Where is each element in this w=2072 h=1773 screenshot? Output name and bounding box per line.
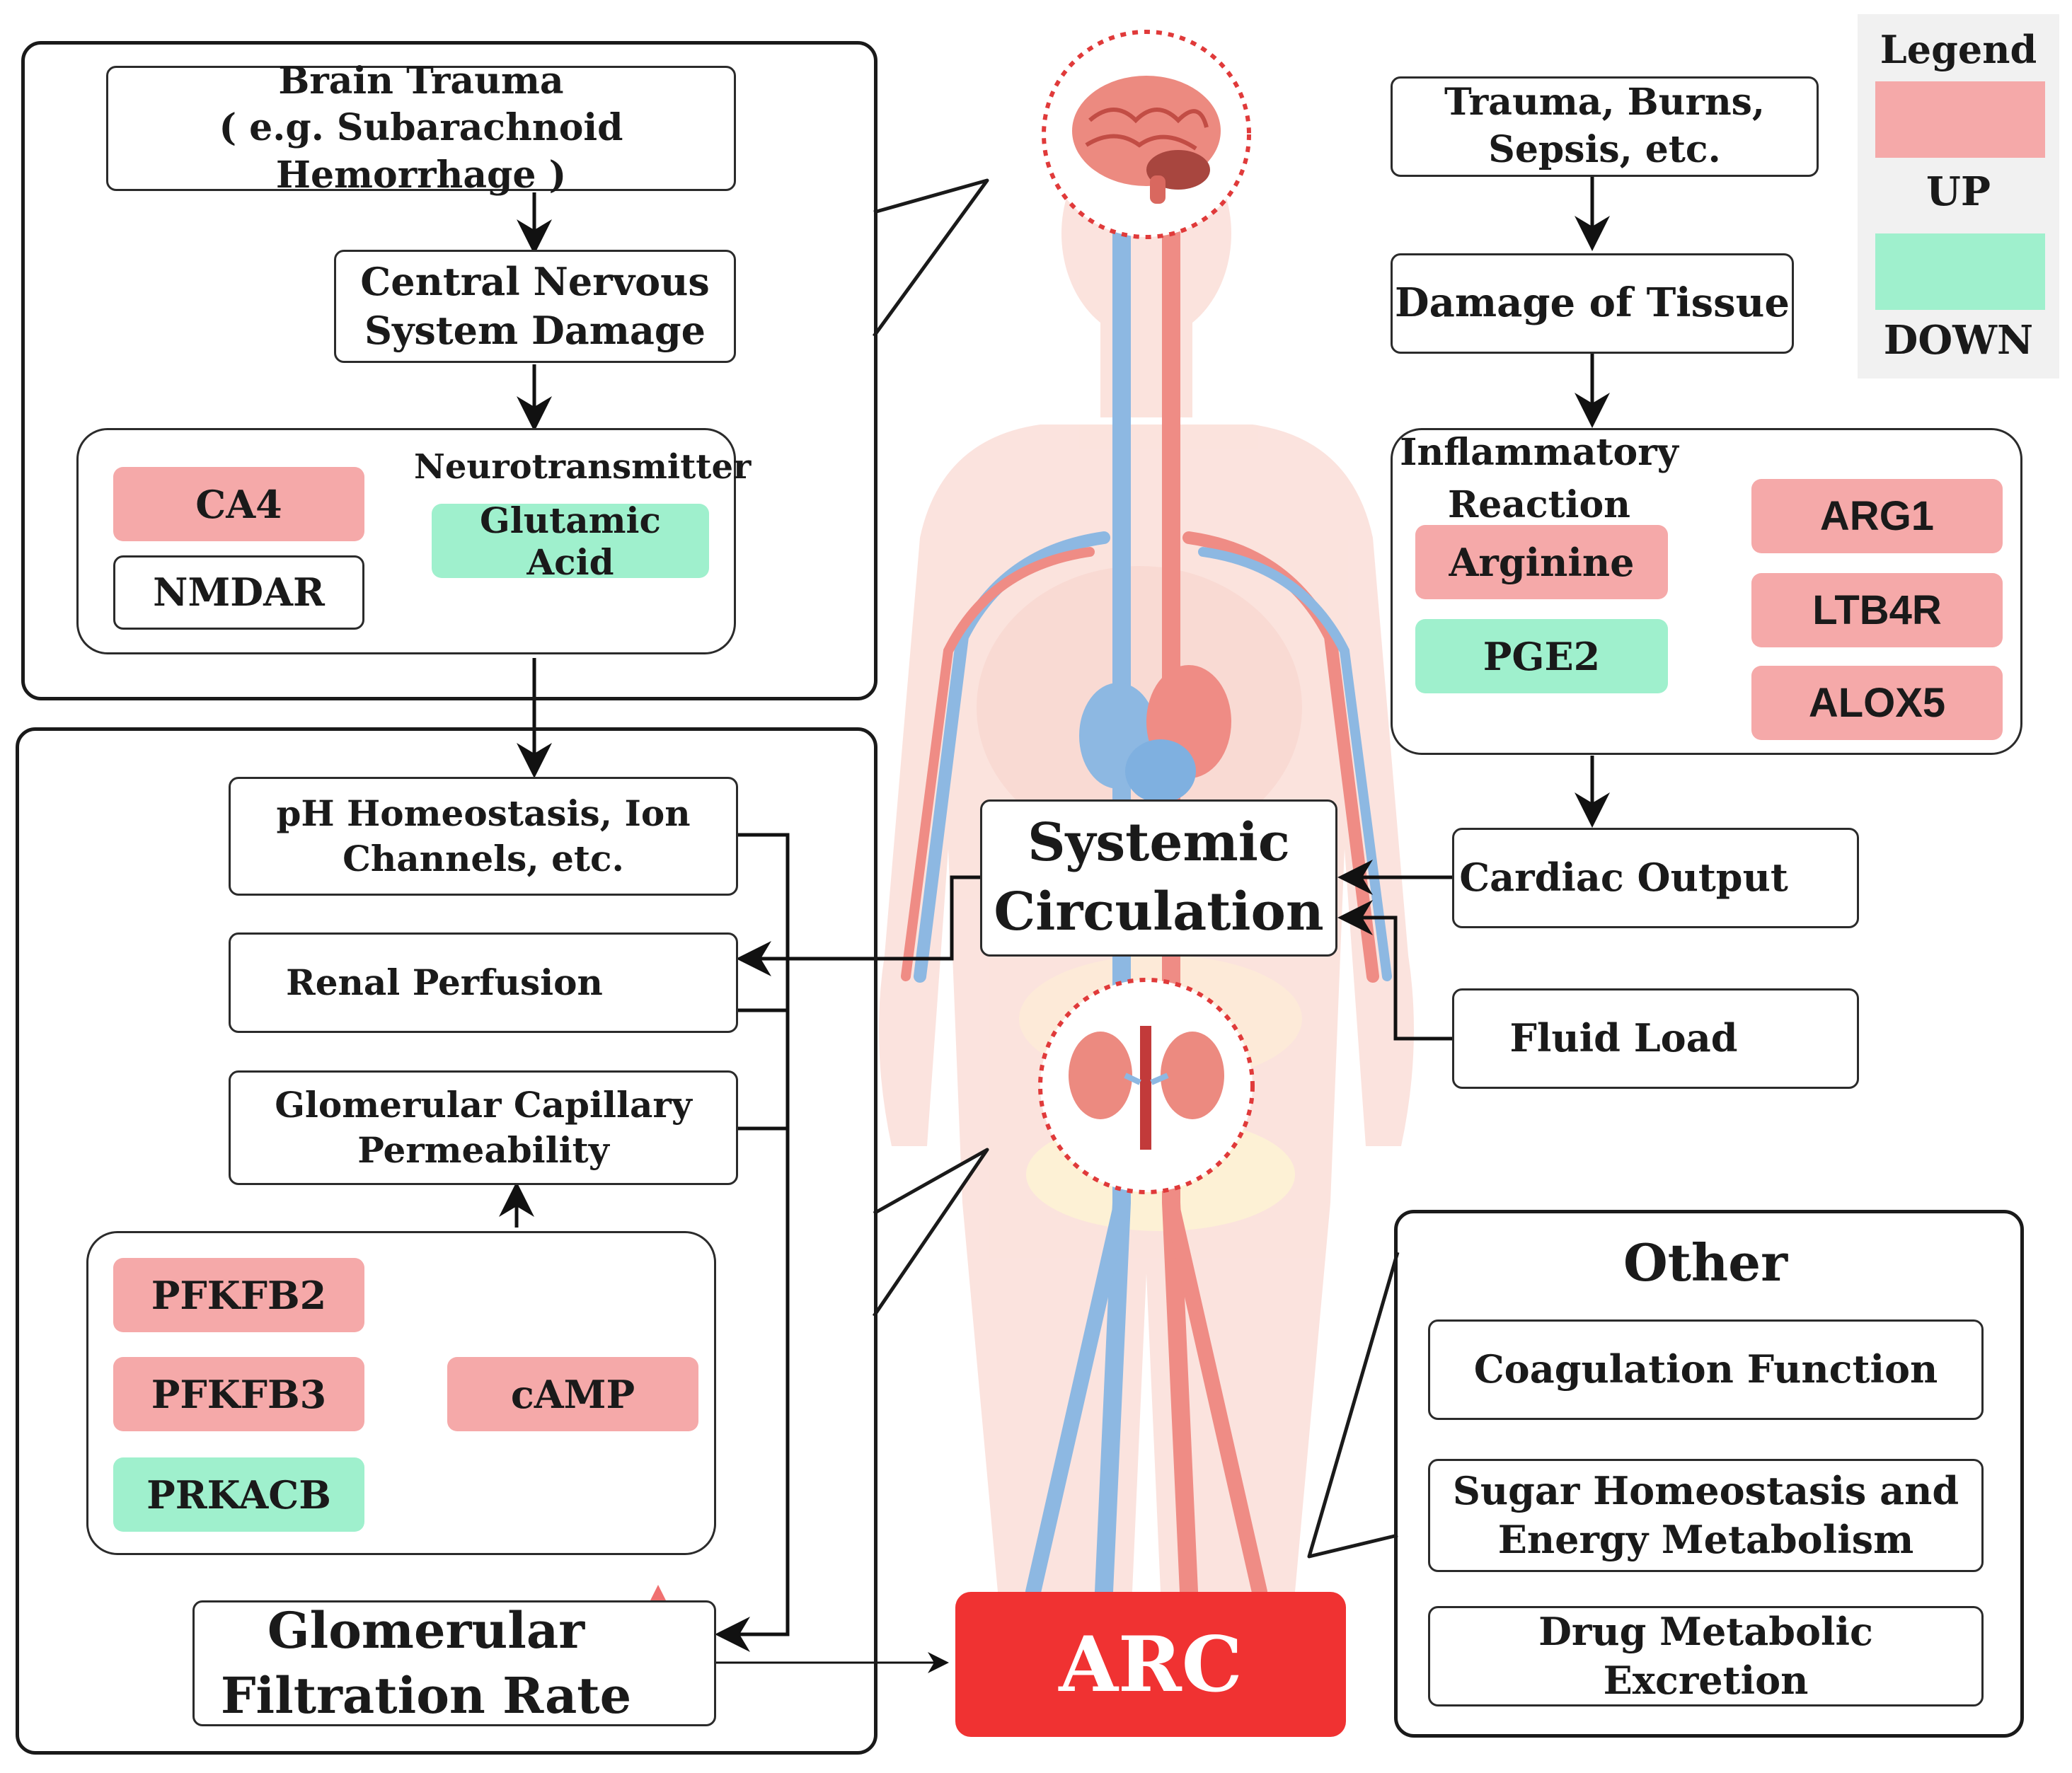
fluid-load-box: Fluid Load (1452, 988, 1859, 1089)
legend-down-label: DOWN (1883, 317, 2034, 364)
brain-panel (21, 41, 877, 700)
sugar-homeostasis-box: Sugar Homeostasis and Energy Metabolism (1428, 1459, 1984, 1572)
renal-perfusion-box: Renal Perfusion (229, 932, 738, 1033)
cns-damage-box: Central Nervous System Damage (334, 250, 736, 363)
legend-up-swatch (1875, 81, 2045, 158)
brain-icon (1042, 30, 1251, 239)
ph-homeostasis-box: pH Homeostasis, Ion Channels, etc. (229, 777, 738, 896)
damage-of-tissue-box: Damage of Tissue (1391, 253, 1794, 354)
legend-title: Legend (1880, 27, 2037, 72)
glutamic-acid-node: Glutamic Acid (432, 499, 709, 583)
other-title: Other (1623, 1232, 1788, 1293)
legend-up-label: UP (1926, 168, 1991, 215)
camp-node: cAMP (447, 1357, 698, 1431)
inflammatory-reaction-label: Inflammatory Reaction (1400, 431, 1679, 526)
legend (1858, 14, 2059, 379)
drug-excretion-box: Drug Metabolic Excretion (1428, 1606, 1984, 1706)
glomerular-permeability-box: Glomerular Capillary Permeability (229, 1070, 738, 1185)
pfkfb3-node: PFKFB3 (113, 1357, 364, 1431)
kidneys-icon (1038, 978, 1255, 1194)
heart-icon (1079, 665, 1231, 803)
gfr-box: Glomerular Filtration Rate (192, 1600, 716, 1726)
arc-outcome-box: ARC (955, 1592, 1346, 1737)
nmdar-node: NMDAR (113, 555, 364, 630)
trauma-burns-sepsis-box: Trauma, Burns, Sepsis, etc. (1391, 76, 1819, 177)
brain-trauma-box: Brain Trauma ( e.g. Subarachnoid Hemorrh… (106, 59, 736, 197)
alox5-node: ALOX5 (1751, 666, 2003, 740)
cardiac-output-box: Cardiac Output (1452, 828, 1859, 928)
pfkfb2-node: PFKFB2 (113, 1258, 364, 1332)
coagulation-box: Coagulation Function (1428, 1319, 1984, 1420)
other-panel (1394, 1210, 2024, 1738)
ltb4r-node: LTB4R (1751, 573, 2003, 647)
neurotransmitter-label: Neurotransmitter (414, 447, 752, 487)
kidney-panel (16, 727, 877, 1755)
prkacb-node: PRKACB (113, 1457, 364, 1532)
arginine-node: Arginine (1415, 525, 1668, 599)
pge2-node: PGE2 (1415, 619, 1668, 693)
systemic-circulation-box: Systemic Circulation (980, 799, 1337, 957)
vessels (901, 224, 1392, 1601)
arg1-node: ARG1 (1751, 479, 2003, 553)
ca4-node: CA4 (113, 467, 364, 541)
legend-down-swatch (1875, 233, 2045, 310)
